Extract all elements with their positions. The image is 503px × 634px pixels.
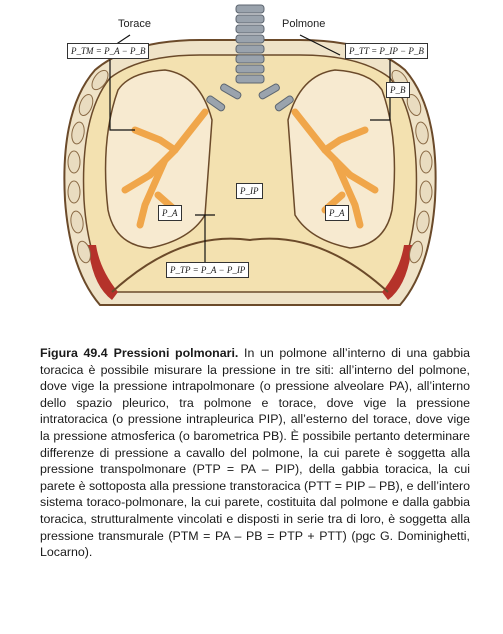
eq-transtoracica: P_TT = P_IP − P_B [345, 43, 428, 59]
muscle-left [88, 245, 118, 300]
tag-pressione-barometrica: P_B [386, 82, 410, 98]
trachea [206, 4, 294, 112]
ribs-right [391, 69, 433, 264]
caption-body: In un polmone all’interno di una gabbia … [40, 346, 470, 560]
lung-left [104, 69, 213, 249]
diaphragm [111, 237, 389, 293]
figure-pressioni-polmonari: Torace Polmone P_TM = P_A − P_B P_TT = P… [63, 4, 437, 306]
figure-caption: Figura 49.4 Pressioni polmonari. In un po… [40, 345, 470, 561]
tag-pressione-alveolare-left: P_A [158, 205, 182, 221]
eq-transpolmonare: P_TP = P_A − P_IP [166, 262, 250, 278]
tag-pressione-intrapleurica: P_IP [236, 183, 263, 199]
ribs-left [67, 69, 109, 264]
muscle-right [382, 245, 412, 300]
eq-transmurale: P_TM = P_A − P_B [67, 43, 150, 59]
caption-figure-number: Figura 49.4 [40, 346, 108, 360]
caption-title: Pressioni polmonari. [113, 346, 239, 360]
label-polmone: Polmone [282, 18, 326, 30]
lung-right [287, 69, 396, 249]
bronchi-left [121, 108, 209, 229]
label-torace: Torace [118, 18, 152, 30]
tag-pressione-alveolare-right: P_A [325, 205, 349, 221]
thorax-illustration [63, 4, 437, 306]
